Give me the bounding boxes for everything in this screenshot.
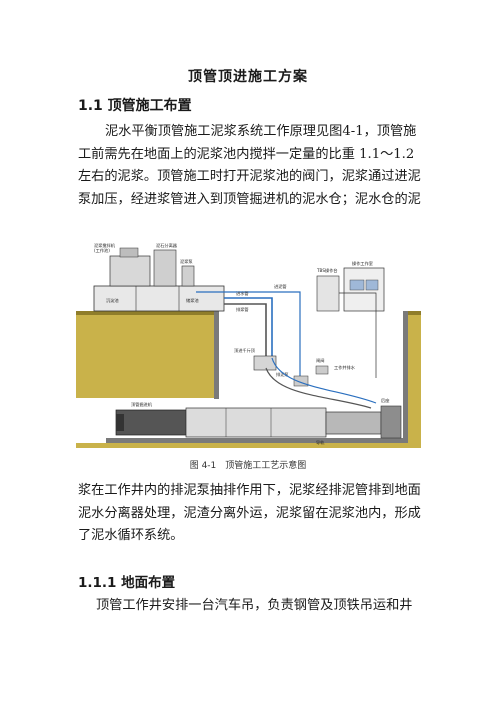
paragraph-line: 顶管工作井安排一台汽车吊，负责钢管及顶铁吊运和井 <box>96 598 413 613</box>
figure-caption: 图 4-1 顶管施工工艺示意图 <box>189 461 307 471</box>
separator <box>153 249 177 287</box>
shaft-wall-left <box>214 311 219 399</box>
section-heading-1-1: 1.1 顶管施工布置 <box>78 98 192 114</box>
paragraph-line: 泵加压，经进浆管进入到顶管掘进机的泥水仓；泥水仓的泥 <box>78 191 421 207</box>
label-floor: 导轨 <box>316 439 325 446</box>
mud-mixer <box>109 255 151 287</box>
paragraph-line: 浆在工作井内的排泥泵抽排作用下，泥浆经排泥管排到地面 <box>78 483 421 498</box>
paragraph-intro: 泥水平衡顶管施工泥浆系统工作原理见图4-1，顶管施 工前需先在地面上的泥浆池内搅… <box>78 121 421 211</box>
jacking-pipe <box>185 407 327 438</box>
document-title: 顶管顶进施工方案 <box>188 69 308 85</box>
section-heading-1-1-1: 1.1.1 地面布置 <box>78 575 176 591</box>
shaft-floor <box>106 438 408 443</box>
jacking-station <box>253 355 277 371</box>
label-control-room: 操作工作室 <box>352 260 373 267</box>
label-return: 进泥管 <box>274 283 287 290</box>
paragraph-line: 左右的泥浆。顶管施工时打开泥浆池的阀门，泥浆通过进泥 <box>78 169 421 184</box>
shaft-wall-right <box>403 311 408 443</box>
drain-pump <box>293 375 309 387</box>
label-pump: 泥浆泵 <box>180 258 193 265</box>
label-pipe-jack: 顶进千斤顶 <box>234 347 256 354</box>
label-outlet: 排浆管 <box>236 306 249 313</box>
tunnel-boring-machine <box>115 409 187 436</box>
paragraph-line: 泥水平衡顶管施工泥浆系统工作原理见图4-1，顶管施 <box>105 124 417 139</box>
control-cable <box>339 292 377 378</box>
label-inlet: 进水管 <box>236 290 249 297</box>
back-wall <box>380 405 402 439</box>
paragraph-line: 工前需先在地面上的泥浆池内搅拌一定量的比重 1.1～1.2 <box>78 146 415 162</box>
label-tank-3: 储浆池 <box>186 297 199 304</box>
return-pipe <box>196 291 301 378</box>
thrust-frame <box>325 411 382 435</box>
process-diagram: 沉淀池 储浆池 泥浆搅拌机 (工作池) 泥石分离器 泥浆泵 进水管 排浆管 进泥… <box>76 242 421 448</box>
paragraph-line: 泥水分离器处理，泥渣分离外运，泥浆留在泥浆池内，形成 <box>78 505 421 521</box>
outlet-pipe <box>224 303 267 368</box>
label-shaft-wall: 后座 <box>381 397 389 404</box>
slurry-return-line <box>265 367 372 409</box>
paragraph-circulation: 浆在工作井内的排泥泵抽排作用下，泥浆经排泥管排到地面 泥水分离器处理，泥渣分离外… <box>78 480 421 548</box>
label-tank-1: 泥石分离器 <box>156 242 178 249</box>
control-console <box>316 275 340 312</box>
label-valve: 闸阀 <box>316 357 324 364</box>
mud-tank <box>93 285 225 312</box>
slurry-feed-line <box>271 357 377 404</box>
label-control: TBS操作台 <box>316 267 338 274</box>
paragraph-line: 了泥水循环系统。 <box>78 528 184 543</box>
paragraph-ground-layout: 顶管工作井安排一台汽车吊，负责钢管及顶铁吊运和井 <box>78 595 418 618</box>
valve <box>315 365 329 375</box>
label-sump: 工作井排水 <box>334 364 356 371</box>
label-tank-2: 沉淀池 <box>106 297 119 304</box>
label-mixer: 泥浆搅拌机 <box>94 242 116 249</box>
label-drain-pump: 排泥泵 <box>276 371 289 378</box>
label-machine: 顶管掘进机 <box>131 401 153 408</box>
label-mixer-sub: (工作池) <box>94 247 110 254</box>
process-diagram-figure: 沉淀池 储浆池 泥浆搅拌机 (工作池) 泥石分离器 泥浆泵 进水管 排浆管 进泥… <box>76 238 421 448</box>
inlet-pipe <box>224 297 273 358</box>
slurry-pump <box>181 265 195 287</box>
